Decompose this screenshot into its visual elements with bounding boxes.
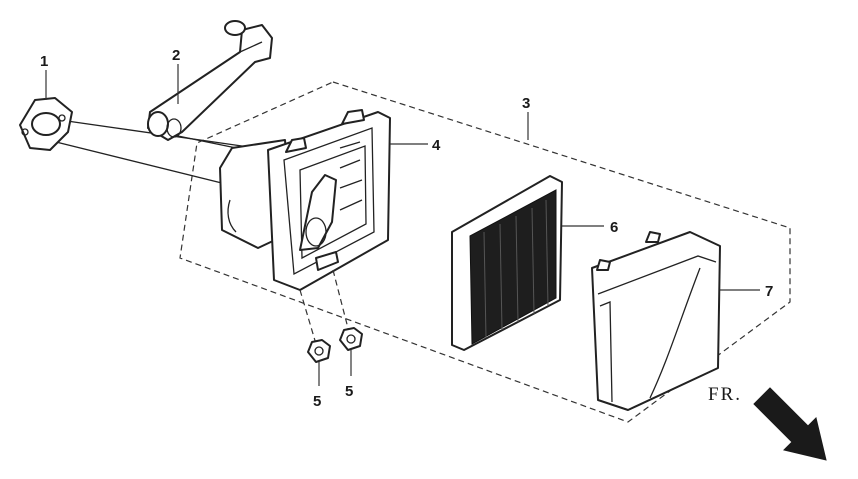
part-breather-tube bbox=[147, 20, 273, 151]
callout-5a: 5 bbox=[313, 393, 321, 410]
callout-1: 1 bbox=[40, 53, 48, 70]
part-gasket bbox=[19, 97, 73, 151]
callout-6: 6 bbox=[610, 219, 618, 236]
direction-label: FR. bbox=[708, 384, 742, 405]
axis-line-lower bbox=[47, 139, 251, 191]
part-nuts bbox=[299, 269, 363, 363]
part-air-cleaner-base bbox=[219, 109, 391, 291]
assembly-boundary bbox=[179, 81, 791, 423]
callout-3: 3 bbox=[522, 95, 530, 112]
callout-2: 2 bbox=[172, 47, 180, 64]
front-direction-arrow-icon bbox=[753, 387, 827, 461]
part-air-cleaner-cover bbox=[591, 231, 721, 411]
part-filter-element bbox=[451, 175, 563, 351]
callout-7: 7 bbox=[765, 283, 773, 300]
callout-5b: 5 bbox=[345, 383, 353, 400]
callout-4: 4 bbox=[432, 137, 441, 154]
